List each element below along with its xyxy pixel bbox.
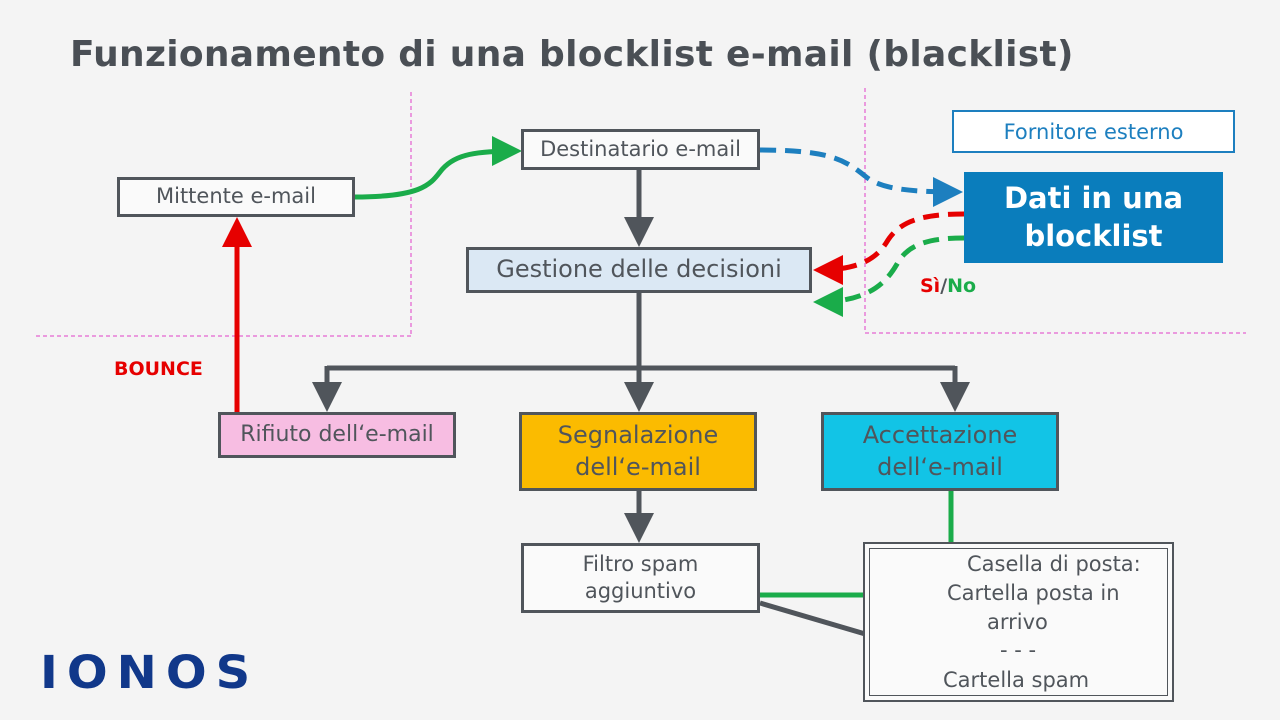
- mailbox-separator: - - -: [1000, 638, 1037, 662]
- node-accept-email: Accettazione dell‘e-mail: [821, 412, 1059, 491]
- arrow-recipient-to-blocklist: [759, 147, 963, 207]
- node-flag-label-line2: dell‘e-mail: [575, 452, 701, 481]
- ionos-logo: IONOS: [40, 646, 260, 700]
- label-yes: Sì: [920, 275, 941, 297]
- label-no: No: [947, 275, 977, 297]
- node-blocklist-line1: Dati in una: [1003, 180, 1184, 215]
- node-reject-label: Rifiuto dell‘e-mail: [240, 421, 434, 447]
- arrow-blocklist-no: [813, 235, 965, 317]
- node-spam-filter: Filtro spam aggiuntivo: [521, 543, 760, 613]
- arrow-blocklist-yes: [813, 211, 965, 285]
- node-flag-email: Segnalazione dell‘e-mail: [519, 412, 757, 491]
- node-spam-filter-line1: Filtro spam: [582, 551, 699, 576]
- node-decision-label: Gestione delle decisioni: [496, 255, 782, 284]
- mailbox-inbox-line2: arrivo: [987, 610, 1048, 634]
- mailbox-spam-folder: Cartella spam: [943, 668, 1090, 692]
- node-blocklist-line2: blocklist: [1024, 218, 1163, 253]
- label-slash: /: [940, 275, 948, 297]
- mailbox-inbox-line1: Cartella posta in: [947, 581, 1120, 605]
- node-spam-filter-line2: aggiuntivo: [584, 579, 697, 603]
- zone-separators: [36, 88, 1246, 337]
- label-bounce: BOUNCE: [114, 358, 203, 380]
- node-external-provider: Fornitore esterno: [952, 110, 1235, 153]
- label-yes-no: Sì/No: [920, 275, 976, 297]
- node-reject-email: Rifiuto dell‘e-mail: [218, 412, 456, 458]
- node-decision-management: Gestione delle decisioni: [466, 247, 812, 293]
- page-title: Funzionamento di una blocklist e-mail (b…: [70, 34, 1074, 75]
- mailbox-inner-frame: [869, 548, 1168, 696]
- node-accept-label-line1: Accettazione: [862, 421, 1018, 450]
- mailbox-heading: Casella di posta:: [967, 552, 1141, 576]
- node-provider-label: Fornitore esterno: [1003, 119, 1184, 144]
- node-blocklist-data: Dati in una blocklist: [964, 172, 1223, 263]
- node-mailbox: Casella di posta: Cartella posta in arri…: [863, 542, 1174, 702]
- node-recipient-label: Destinatario e-mail: [540, 136, 741, 161]
- node-sender: Mittente e-mail: [117, 177, 355, 217]
- arrow-sender-to-recipient: [354, 136, 522, 200]
- node-sender-label: Mittente e-mail: [156, 184, 316, 209]
- node-recipient: Destinatario e-mail: [521, 129, 760, 170]
- node-flag-label-line1: Segnalazione: [557, 421, 719, 450]
- node-accept-label-line2: dell‘e-mail: [877, 452, 1003, 481]
